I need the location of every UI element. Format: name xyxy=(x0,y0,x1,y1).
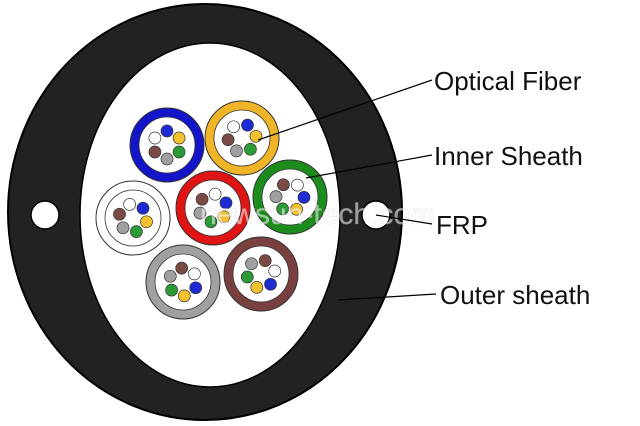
optical-fiber xyxy=(148,131,162,145)
optical-fiber xyxy=(130,225,143,238)
optical-fiber xyxy=(291,178,304,192)
optical-fiber xyxy=(241,118,254,132)
optical-fiber xyxy=(172,145,186,159)
label-frp: FRP xyxy=(436,210,488,240)
optical-fiber xyxy=(244,142,257,156)
optical-fiber xyxy=(258,254,272,267)
optical-fiber xyxy=(113,207,126,221)
leader-optical-fiber xyxy=(257,79,433,141)
tube-gray xyxy=(145,244,221,320)
optical-fiber xyxy=(240,270,254,284)
optical-fiber xyxy=(221,133,235,147)
optical-fiber xyxy=(165,283,178,297)
optical-fiber xyxy=(269,190,283,203)
tube-green xyxy=(252,159,328,235)
optical-fiber xyxy=(136,201,150,215)
frp-member-left xyxy=(30,200,60,230)
optical-fiber xyxy=(160,152,174,166)
optical-fiber xyxy=(123,198,136,211)
tube-brown xyxy=(223,236,299,312)
optical-fiber xyxy=(208,187,222,201)
optical-fiber xyxy=(204,215,218,229)
optical-fiber xyxy=(193,206,207,220)
optical-fiber xyxy=(276,202,289,216)
optical-fiber xyxy=(250,281,264,294)
tube-interior xyxy=(232,245,290,303)
optical-fiber xyxy=(163,269,177,283)
optical-fiber xyxy=(249,129,263,143)
loose-tubes xyxy=(95,100,328,320)
tube-yellow xyxy=(204,100,280,176)
optical-fiber xyxy=(227,120,240,134)
label-inner-sheath: Inner Sheath xyxy=(434,141,583,171)
label-outer-sheath: Outer sheath xyxy=(440,280,590,310)
tube-interior xyxy=(104,189,162,247)
watermark-text: newsun-tech.com xyxy=(200,198,435,231)
leader-frp xyxy=(375,214,433,225)
leader-outer-sheath xyxy=(337,293,437,301)
tube-interior xyxy=(154,253,212,311)
tube-blue xyxy=(129,107,205,183)
leader-inner-sheath xyxy=(305,154,433,179)
optical-fiber xyxy=(175,261,189,275)
optical-fiber xyxy=(230,144,243,158)
optical-fiber xyxy=(189,281,203,295)
optical-fiber xyxy=(245,257,258,271)
optical-fiber xyxy=(177,289,191,303)
optical-fiber xyxy=(217,210,231,224)
optical-fiber xyxy=(290,202,303,216)
optical-fiber xyxy=(195,192,209,206)
tube-red xyxy=(175,170,251,246)
optical-fiber xyxy=(219,196,233,210)
optical-fiber xyxy=(140,215,153,229)
optical-fiber xyxy=(188,267,201,281)
optical-fiber xyxy=(297,191,311,204)
optical-fiber xyxy=(268,264,282,278)
optical-fiber xyxy=(277,178,290,192)
tube-interior xyxy=(138,116,196,174)
label-optical-fiber: Optical Fiber xyxy=(434,66,582,96)
tube-white xyxy=(95,180,171,256)
optical-fiber xyxy=(116,221,130,235)
optical-fiber xyxy=(264,277,277,291)
optical-fiber xyxy=(172,131,186,145)
tube-interior xyxy=(261,168,319,226)
optical-fiber xyxy=(148,145,162,159)
optical-fiber xyxy=(160,124,174,138)
